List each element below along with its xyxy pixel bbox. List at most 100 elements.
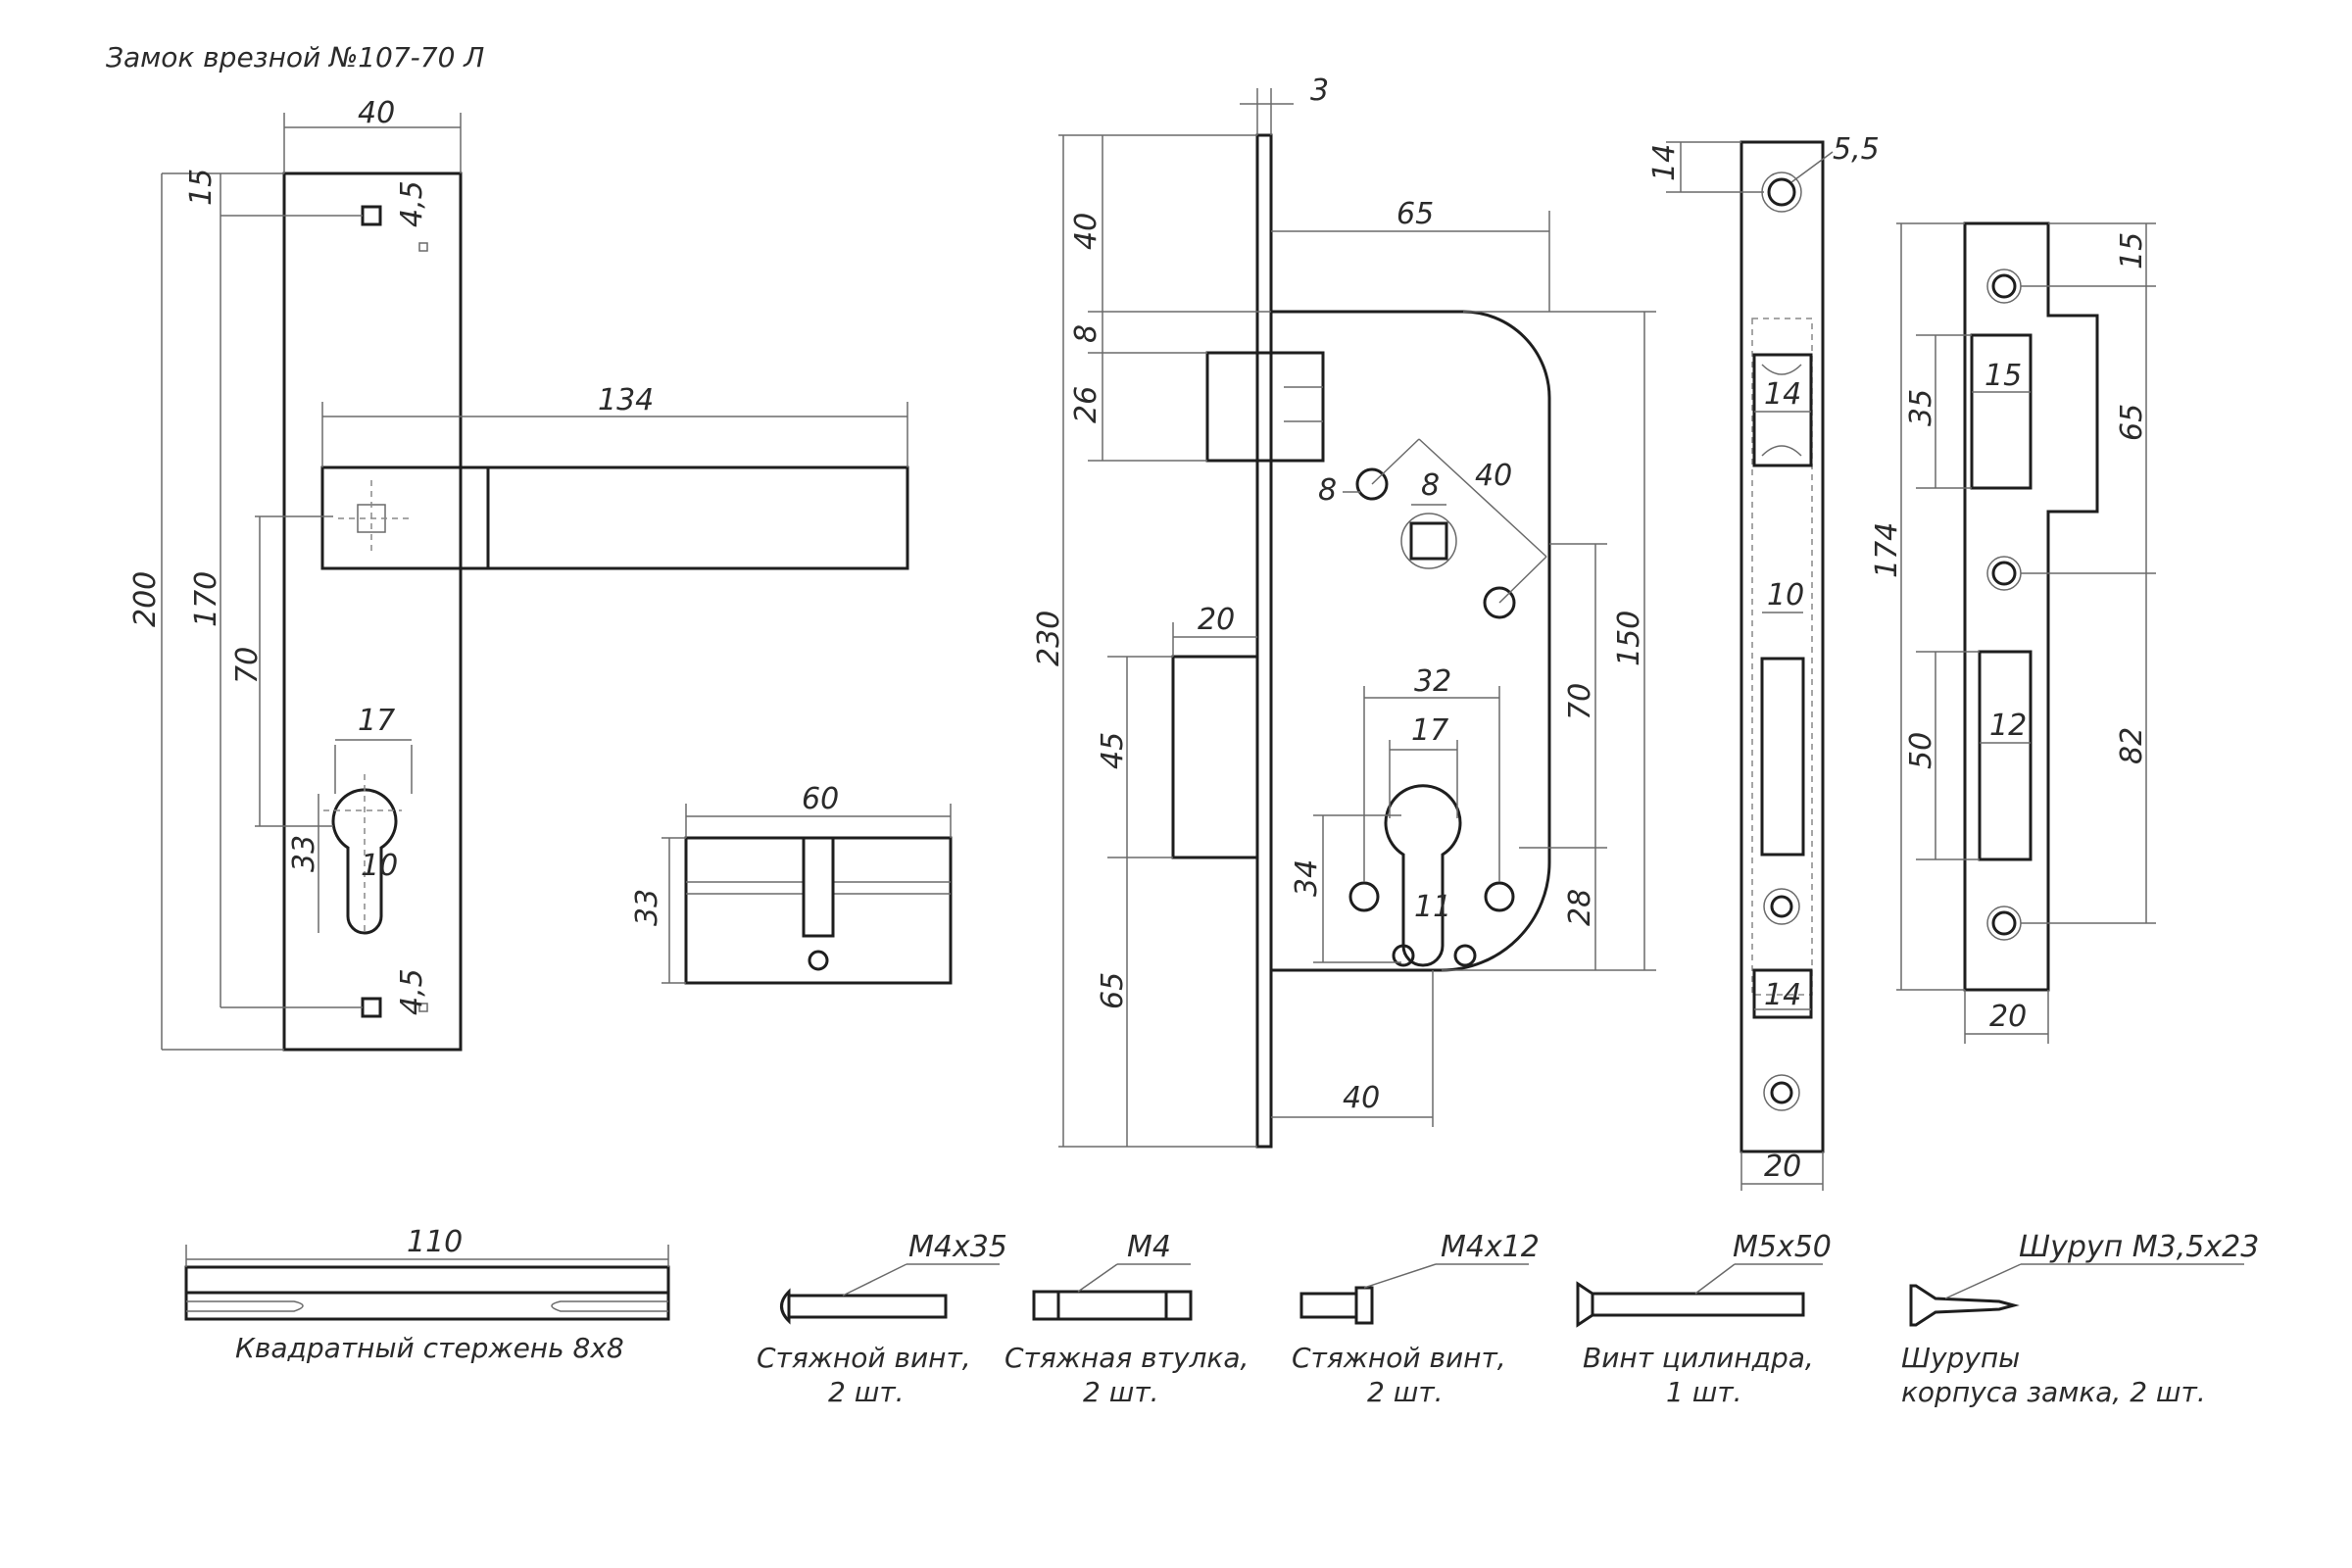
strike-screw-middle xyxy=(1991,561,2017,586)
strike-bolt-window-height-dimension: 50 xyxy=(1904,732,1938,769)
lock-faceplate xyxy=(1255,133,1273,1149)
faceplate-screw-bottom xyxy=(1770,1081,1793,1104)
square-rod-caption: Квадратный стержень 8х8 xyxy=(235,1332,624,1364)
gap-dimension: 8 xyxy=(1069,324,1103,343)
cylinder-height-dimension: 33 xyxy=(630,889,664,926)
top-offset-dimension: 40 xyxy=(1069,213,1103,250)
strike-latch-window-width-dimension: 15 xyxy=(1984,359,2022,393)
screw-m4x35-caption-line2: 2 шт. xyxy=(828,1376,905,1408)
dead-bolt xyxy=(1171,655,1259,859)
lock-body-view: 3 65 40 8 26 230 45 65 20 8 8 40 32 xyxy=(1032,74,1656,1149)
strike-latch-window-height-dimension: 35 xyxy=(1904,389,1938,426)
bolt-window xyxy=(1760,657,1805,857)
total-height-dimension: 230 xyxy=(1032,611,1066,666)
plate-screw-size-top: 4,5 xyxy=(395,180,429,227)
cylinder-cam xyxy=(802,836,835,938)
cylinder-screw-hole xyxy=(808,950,829,971)
screw-m4x35-caption-line1: Стяжной винт, xyxy=(757,1342,971,1374)
cylinder-slot-dimension: 11 xyxy=(1414,890,1451,924)
body-height-dimension: 150 xyxy=(1612,611,1646,666)
lower-window-width-dimension: 14 xyxy=(1764,978,1801,1012)
strike-plate xyxy=(1963,221,2099,992)
screw-m4x12-caption-line1: Стяжной винт, xyxy=(1292,1342,1506,1374)
keyhole-slot-dimension: 10 xyxy=(361,849,398,883)
body-depth-dimension: 65 xyxy=(1396,197,1434,231)
faceplate-screw-middle xyxy=(1770,895,1793,918)
lock-case xyxy=(1271,310,1551,972)
cylinder-screw-caption-line1: Винт цилиндра, xyxy=(1583,1342,1814,1374)
lower-window xyxy=(1752,968,1813,1019)
accessory-screw-m4x12: М4х12 Стяжной винт, 2 шт. xyxy=(1292,1230,1540,1408)
bushing-m4-spec: М4 xyxy=(1127,1230,1171,1264)
latch-height-dimension: 26 xyxy=(1069,386,1103,423)
bolt-height-dimension: 45 xyxy=(1096,732,1130,769)
spindle-square xyxy=(1409,521,1448,561)
escutcheon-plate xyxy=(282,172,463,1052)
strike-screw-top xyxy=(1991,273,2017,299)
latch-window xyxy=(1752,353,1813,467)
strike-screw-bottom xyxy=(1991,910,2017,936)
plate-screw-span-dimension: 170 xyxy=(189,571,223,627)
strike-plate-view: 15 65 82 35 15 174 50 12 20 xyxy=(1870,221,2156,1044)
faceplate-screw-top xyxy=(1767,177,1796,207)
latch-window-width-dimension: 14 xyxy=(1764,377,1801,412)
accessory-bushing-m4: М4 Стяжная втулка, 2 шт. xyxy=(1004,1230,1249,1408)
strike-latch-window xyxy=(1970,333,2033,490)
cylinder-length-dimension: 60 xyxy=(802,782,839,816)
latch-bolt xyxy=(1205,351,1273,463)
strike-bolt-window-width-dimension: 12 xyxy=(1989,709,2027,743)
bottom-screw-hole xyxy=(361,997,382,1018)
wood-screw-spec: Шуруп М3,5х23 xyxy=(2019,1230,2259,1264)
hole-diameter-dimension: 8 xyxy=(1318,473,1337,508)
keyhole-width-dimension: 17 xyxy=(358,704,395,738)
cylinder-screw-left xyxy=(1348,881,1380,912)
keyhole-height-dimension: 33 xyxy=(287,835,321,872)
cylinder-cutout xyxy=(1384,784,1462,967)
square-rod-length: 110 xyxy=(407,1225,463,1259)
center-distance-dimension: 70 xyxy=(1563,683,1597,720)
bottom-distance-dimension: 28 xyxy=(1563,889,1597,926)
faceplate-front xyxy=(1740,140,1825,1153)
plate-axis-distance-dimension: 70 xyxy=(230,647,265,684)
screw-m4x12-caption-line2: 2 шт. xyxy=(1367,1376,1444,1408)
strike-screw-step-dimension: 65 xyxy=(2115,404,2149,441)
lever-handle xyxy=(320,466,909,570)
faceplate-hole-diameter-dimension: 5,5 xyxy=(1833,132,1880,167)
faceplate-thickness-dimension: 3 xyxy=(1310,74,1329,108)
cylinder-inner-width-dimension: 17 xyxy=(1411,713,1448,748)
faceplate-width-dimension: 20 xyxy=(1764,1150,1801,1184)
strike-width-dimension: 20 xyxy=(1989,1000,2027,1034)
cylinder-view: 60 33 xyxy=(630,782,953,985)
wood-screw-caption-line1: Шурупы xyxy=(1901,1342,2020,1374)
faceplate-hole-offset-dimension: 14 xyxy=(1647,144,1682,181)
keyhole-cutout xyxy=(331,788,398,935)
bottom-offset-dimension: 65 xyxy=(1096,972,1130,1009)
plate-height-dimension: 200 xyxy=(128,571,163,627)
escutcheon-plate-view: 40 15 4,5 4,5 200 170 70 17 33 10 134 xyxy=(128,96,909,1052)
drawing-title: Замок врезной №107-70 Л xyxy=(106,41,484,74)
screw-hole-upper xyxy=(1355,467,1389,501)
plate-screw-size-bottom: 4,5 xyxy=(395,968,429,1015)
cylinder-screw-right xyxy=(1484,881,1515,912)
handle-length-dimension: 134 xyxy=(598,383,654,417)
strike-top-offset-dimension: 15 xyxy=(2115,232,2149,270)
cylinder-height-dimension: 34 xyxy=(1290,859,1324,897)
screw-hole-lower xyxy=(1483,586,1516,619)
screw-m4x12-spec: М4х12 xyxy=(1441,1230,1540,1264)
faceplate-front-view: 14 5,5 14 10 14 20 xyxy=(1647,132,1880,1191)
accessory-cylinder-screw: М5х50 Винт цилиндра, 1 шт. xyxy=(1576,1230,1832,1408)
plate-top-screw-dimension: 15 xyxy=(184,169,219,206)
wood-screw-caption-line2: корпуса замка, 2 шт. xyxy=(1901,1376,2206,1408)
top-screw-hole xyxy=(361,205,382,226)
diagonal-distance-dimension: 40 xyxy=(1475,459,1512,493)
strike-bolt-window xyxy=(1978,650,2033,861)
bolt-window-width-dimension: 10 xyxy=(1767,578,1804,612)
strike-total-height-dimension: 174 xyxy=(1870,522,1904,578)
strike-bottom-dimension: 82 xyxy=(2115,727,2149,764)
accessory-screw-m4x35: М4х35 Стяжной винт, 2 шт. xyxy=(757,1230,1007,1408)
bolt-width-dimension: 20 xyxy=(1198,603,1235,637)
screw-m4x35-spec: М4х35 xyxy=(908,1230,1007,1264)
backset-dimension: 40 xyxy=(1343,1081,1380,1115)
spindle-square-dimension: 8 xyxy=(1421,468,1440,503)
